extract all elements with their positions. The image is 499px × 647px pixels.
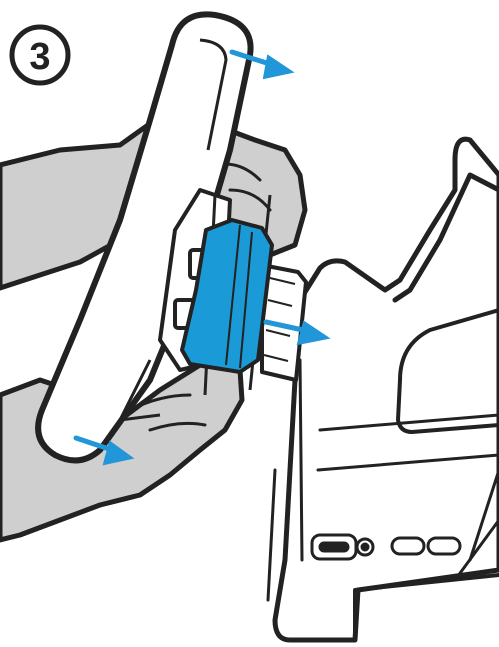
step-number: 3 [29, 36, 50, 78]
button-left [392, 538, 424, 554]
button-right [428, 538, 460, 554]
step-badge: 3 [12, 27, 68, 83]
